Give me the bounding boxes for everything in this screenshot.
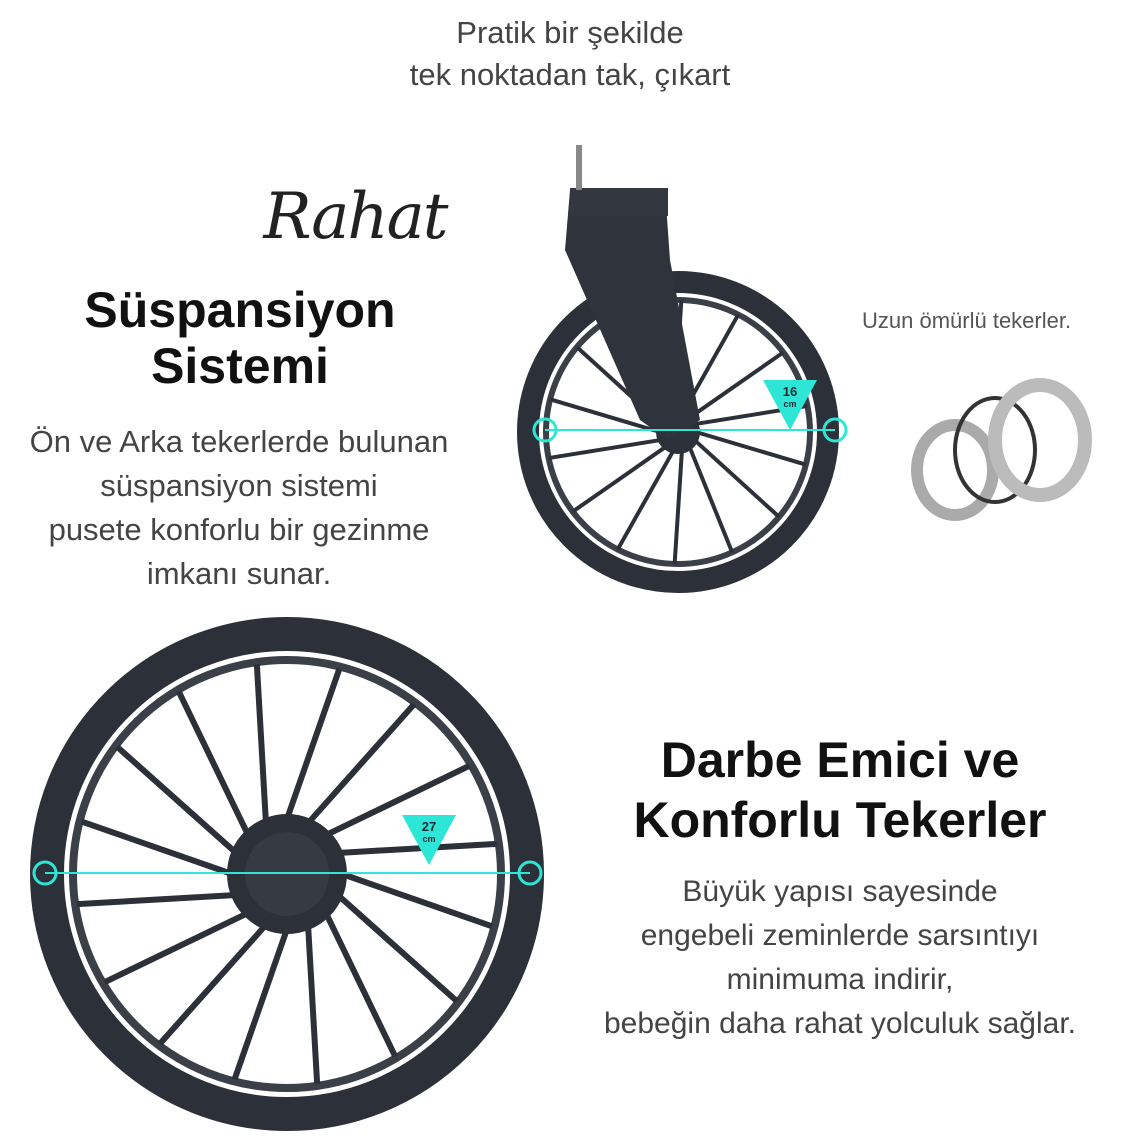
measure-dot-left xyxy=(32,860,58,886)
desc-line: Büyük yapısı sayesinde xyxy=(682,875,998,908)
wheel-spoke xyxy=(335,892,459,1004)
small-size-badge xyxy=(763,380,817,430)
wheel-spoke xyxy=(115,744,239,856)
measure-dot-right xyxy=(822,417,848,443)
desc-line: bebeğin daha rahat yolculuk sağlar. xyxy=(603,1007,1076,1040)
desc-line: imkanı sunar. xyxy=(146,556,332,591)
wheel-spoke xyxy=(688,350,785,420)
wheel-spoke xyxy=(687,445,735,554)
top-caption: Pratik bir şekilde tek noktadan tak, çık… xyxy=(370,12,770,96)
wheel-spoke xyxy=(305,702,417,826)
large-size-badge xyxy=(402,815,456,865)
wheel-spoke xyxy=(76,892,237,908)
wheel-spoke xyxy=(80,818,233,877)
desc-line: süspansiyon sistemi xyxy=(100,468,378,503)
top-caption-line1: Pratik bir şekilde xyxy=(456,15,684,50)
wheel-spoke xyxy=(695,430,807,467)
wheel-spoke xyxy=(323,911,398,1058)
wheel-spoke xyxy=(324,763,471,838)
small-size-unit: cm xyxy=(783,399,796,409)
measure-dot-right xyxy=(517,860,543,886)
small-size-value: 16 xyxy=(783,384,797,399)
shock-title-line1: Darbe Emici ve xyxy=(660,732,1020,788)
wheel-spoke xyxy=(549,397,661,434)
large-size-value: 27 xyxy=(422,819,436,834)
desc-line: pusete konforlu bir gezinme xyxy=(48,512,430,547)
bearing-caption: Uzun ömürlü tekerler. xyxy=(862,308,1072,333)
attachment-pin xyxy=(576,145,582,190)
suspension-title: Süspansiyon Sistemi xyxy=(40,282,440,394)
shock-title-line2: Konforlu Tekerler xyxy=(633,792,1047,848)
wheel-spoke xyxy=(305,924,321,1085)
wheel-spoke xyxy=(615,448,676,551)
suspension-fork xyxy=(565,190,700,440)
wheel-spoke xyxy=(548,437,663,461)
bearing-image xyxy=(911,378,1092,521)
large-wheel-image xyxy=(30,617,544,1131)
suspension-description: Ön ve Arka tekerlerde bulunan süspansiyo… xyxy=(0,420,478,596)
shock-title: Darbe Emici ve Konforlu Tekerler xyxy=(570,730,1110,850)
wheel-spoke xyxy=(157,922,269,1046)
wheel-spoke xyxy=(176,690,251,837)
wheel-spoke xyxy=(103,910,250,985)
wheel-spoke xyxy=(231,928,290,1081)
suspension-title-line2: Sistemi xyxy=(151,338,329,394)
wheel-spoke xyxy=(571,444,668,514)
suspension-title-line1: Süspansiyon xyxy=(84,282,396,338)
script-heading: Rahat xyxy=(263,180,449,254)
wheel-spoke xyxy=(284,667,343,820)
small-wheel-image xyxy=(517,145,839,593)
wheel-spoke xyxy=(692,438,781,519)
measure-dot-left xyxy=(532,417,558,443)
top-caption-line2: tek noktadan tak, çıkart xyxy=(409,57,731,92)
wheel-spoke xyxy=(341,871,494,930)
wheel-spoke xyxy=(253,663,269,824)
shock-description: Büyük yapısı sayesinde engebeli zeminler… xyxy=(540,870,1140,1046)
desc-line: minimuma indirir, xyxy=(726,963,954,996)
desc-line: Ön ve Arka tekerlerde bulunan xyxy=(29,424,449,459)
desc-line: engebeli zeminlerde sarsıntıyı xyxy=(640,919,1040,952)
large-size-unit: cm xyxy=(422,834,435,844)
wheel-spoke xyxy=(337,840,498,856)
wheel-spoke xyxy=(672,449,685,565)
